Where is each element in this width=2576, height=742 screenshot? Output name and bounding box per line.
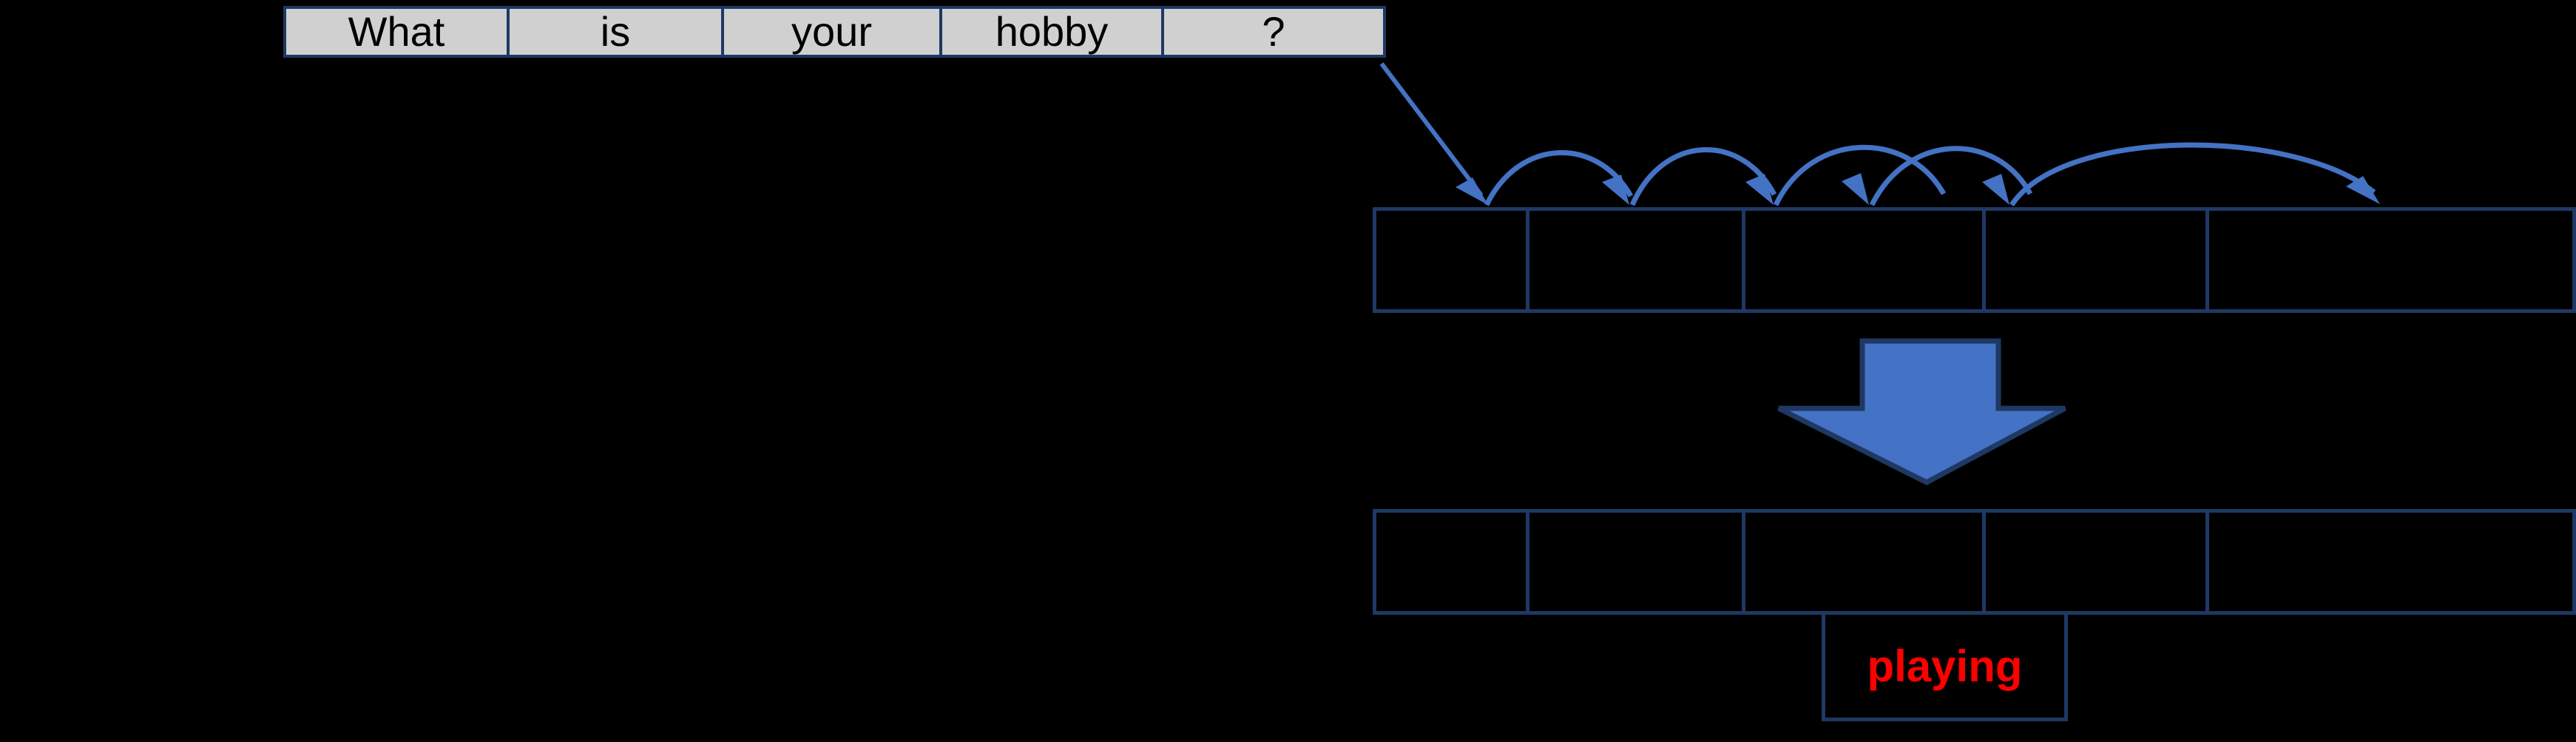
encoder-state-cell — [1526, 207, 1745, 313]
input-token-cell: What — [283, 6, 510, 58]
recurrent-arc-2 — [1629, 147, 1777, 206]
decoder-state-cell — [1742, 509, 1986, 615]
recurrent-arc-4 — [1869, 146, 2033, 206]
decoder-state-cell — [2205, 509, 2576, 615]
decoder-state-cell — [1982, 509, 2209, 615]
input-token-label: What — [348, 8, 445, 55]
input-token-label: ? — [1262, 8, 1285, 55]
input-token-cell: hobby — [939, 6, 1164, 58]
input-token-cell: your — [721, 6, 942, 58]
input-token-label: is — [600, 8, 631, 55]
input-to-encoder-arrow — [1379, 62, 1488, 205]
predicted-token-cell: playing — [1822, 611, 2068, 721]
input-token-label: your — [791, 8, 872, 55]
input-token-cell: is — [507, 6, 724, 58]
encoder-state-cell — [1742, 207, 1986, 313]
encoder-state-cell — [1982, 207, 2209, 313]
input-token-cell: ? — [1161, 6, 1386, 58]
recurrent-arc-1 — [1484, 150, 1634, 206]
recurrent-arc-3 — [1773, 144, 1947, 206]
encoder-to-decoder-arrow — [1777, 338, 2066, 485]
input-token-label: hobby — [995, 8, 1109, 55]
encoder-state-cell — [2205, 207, 2576, 313]
decoder-state-cell — [1373, 509, 1529, 615]
encoder-state-cell — [1373, 207, 1529, 313]
decoder-state-cell — [1526, 509, 1745, 615]
predicted-token-label: playing — [1867, 641, 2023, 691]
recurrent-arc-5 — [2009, 142, 2380, 206]
